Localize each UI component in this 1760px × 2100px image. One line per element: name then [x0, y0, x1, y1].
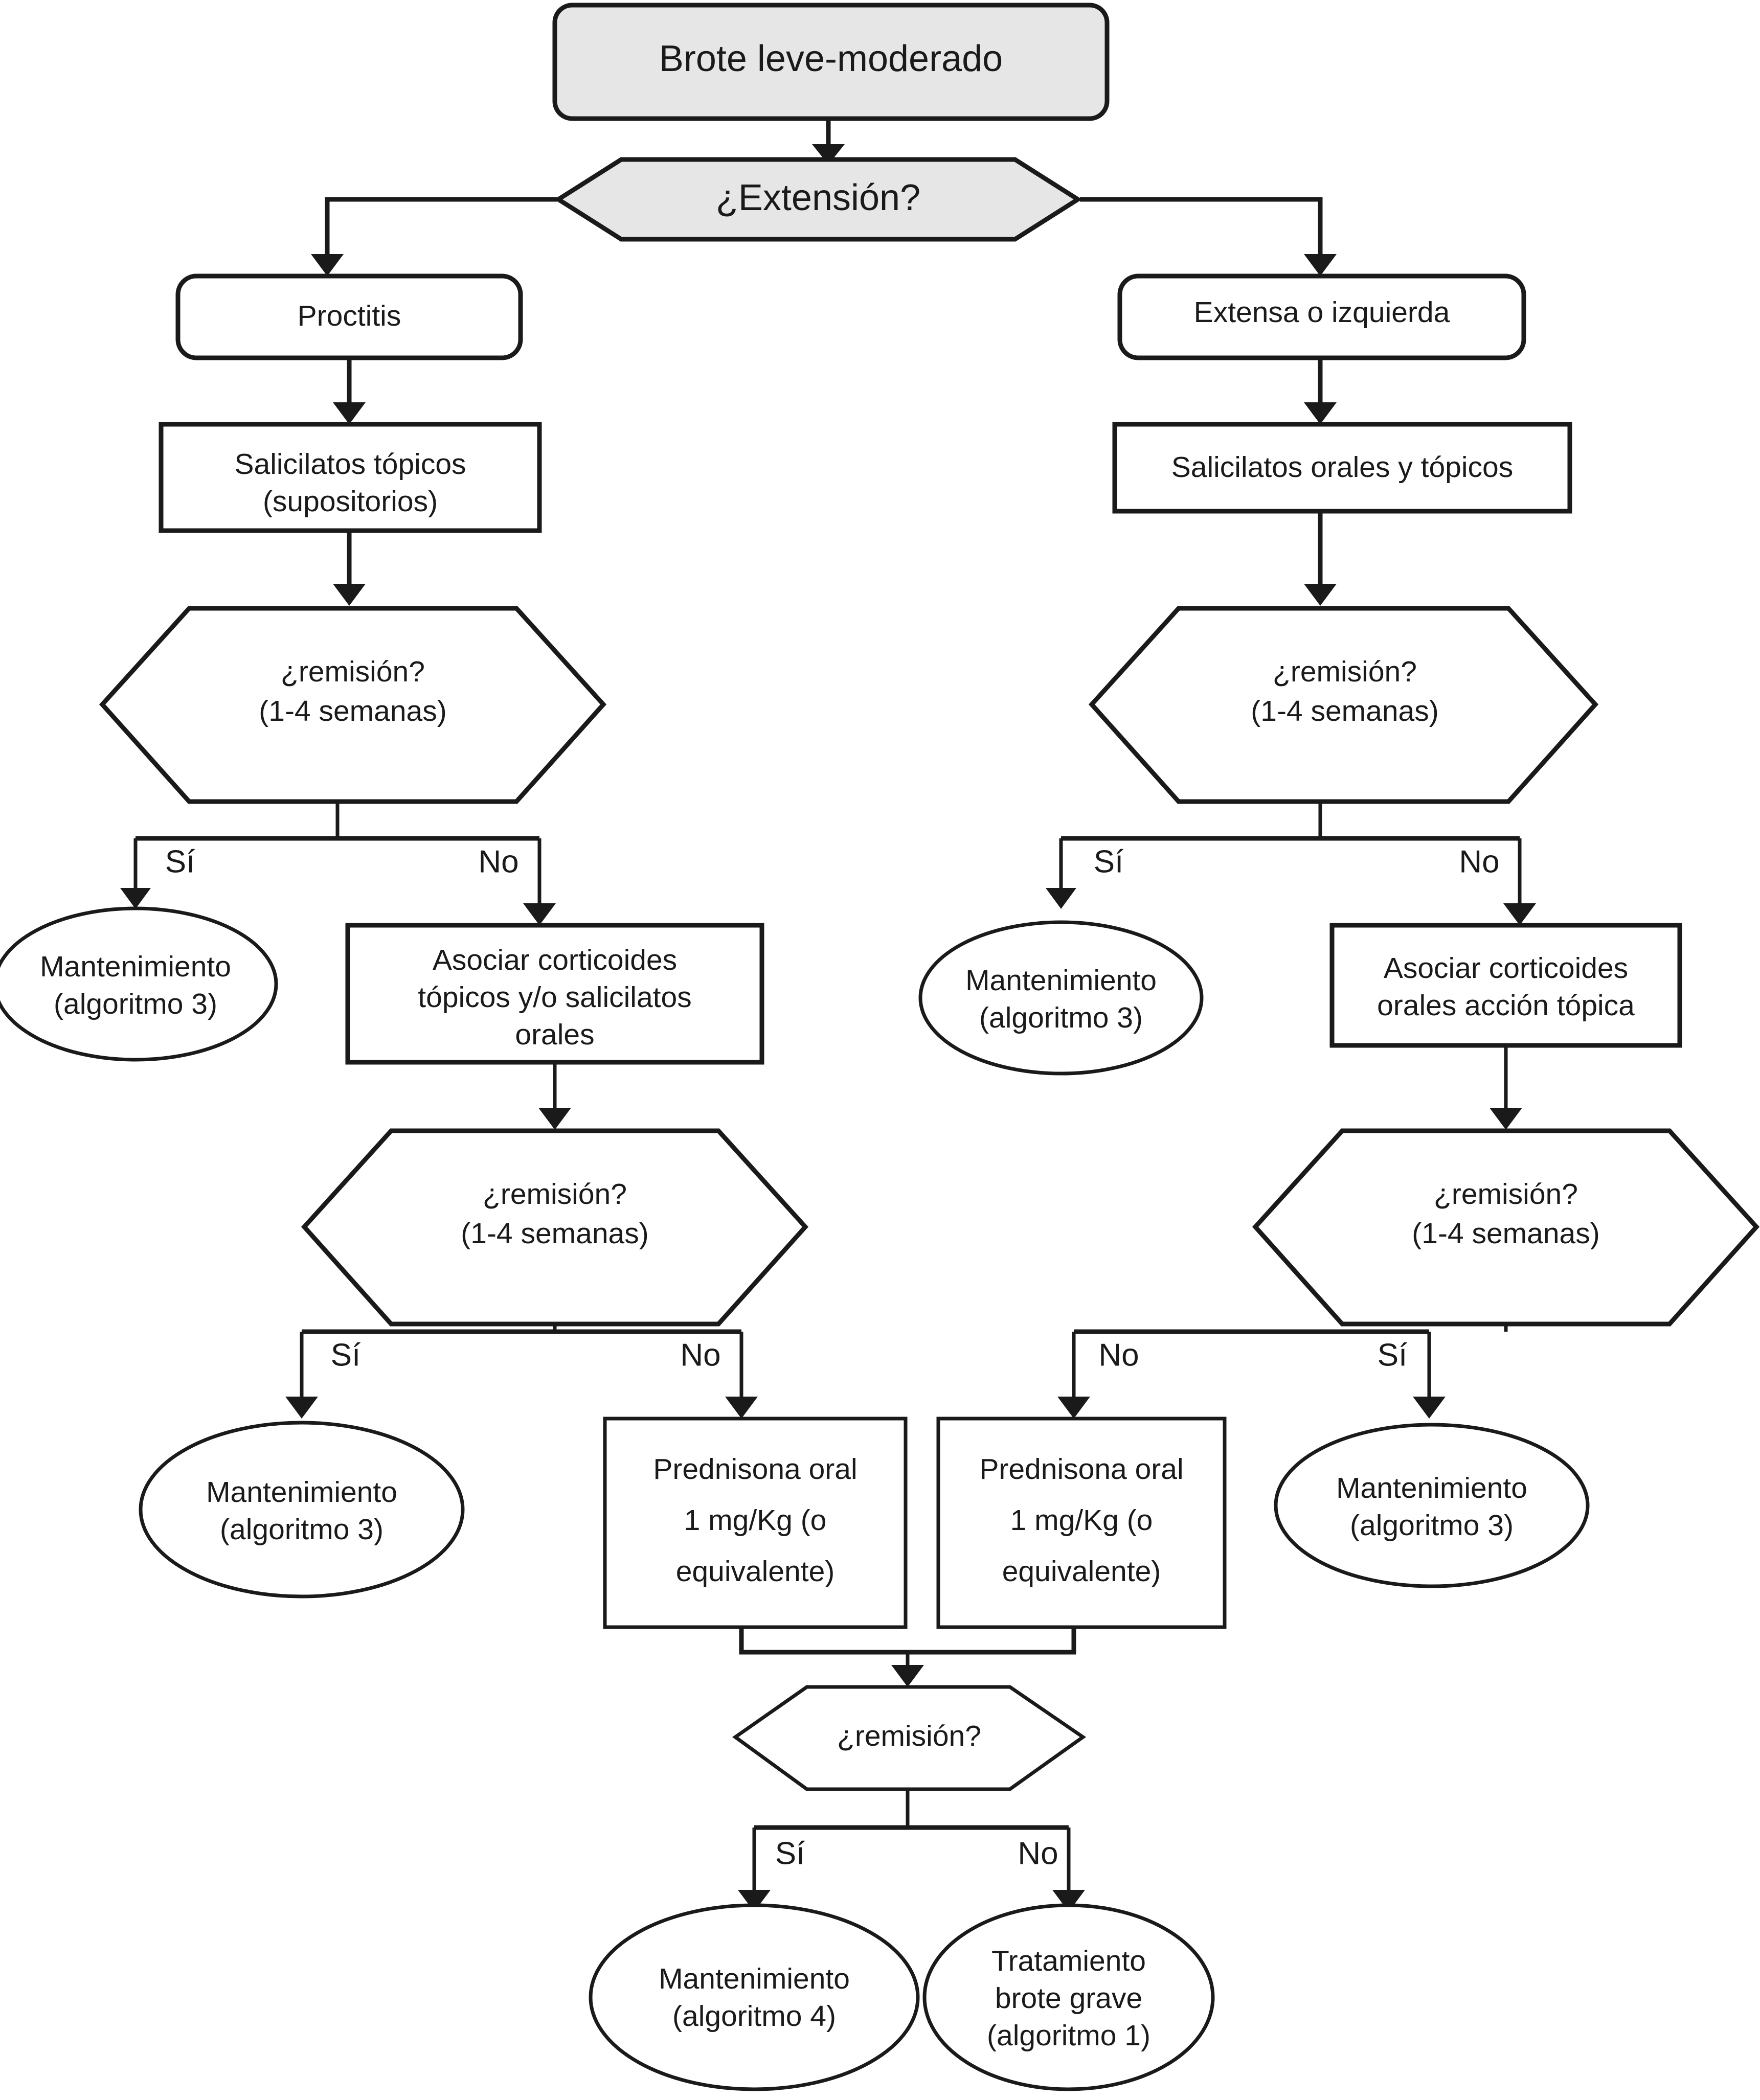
node-mant4-line1: Mantenimiento	[659, 1962, 850, 1995]
node-remision-l1-line2: (1-4 semanas)	[259, 695, 446, 727]
node-brote-grave-line2: brote grave	[995, 1982, 1142, 2015]
node-mantenimiento3-r1[interactable]: Mantenimiento (algoritmo 3)	[918, 920, 1204, 1076]
edge-label-l2-yes: Sí	[331, 1337, 361, 1373]
edge-label-r2-yes: Sí	[1378, 1337, 1408, 1373]
node-prednisona-right-line3: equivalente)	[1002, 1555, 1161, 1588]
edge-salicilatos-to-remision-l1	[333, 531, 366, 606]
node-asociar-l-line3: orales	[515, 1018, 594, 1051]
edge-prednisona-merge-to-remision-final	[739, 1627, 1076, 1687]
node-mant3-r2-line1: Mantenimiento	[1336, 1472, 1527, 1504]
edge-extension-to-proctitis	[311, 197, 557, 276]
node-proctitis-label: Proctitis	[298, 300, 401, 332]
node-extension-decision[interactable]: ¿Extensión?	[554, 157, 1082, 242]
node-salicilatos-topicos-line2: (supositorios)	[263, 485, 438, 518]
node-prednisona-left-line3: equivalente)	[676, 1555, 835, 1588]
node-mant3-r2-line2: (algoritmo 3)	[1350, 1509, 1514, 1542]
node-mant3-l2-line1: Mantenimiento	[206, 1476, 397, 1509]
edge-label-l1-yes: Sí	[165, 844, 195, 879]
node-extensa-izquierda[interactable]: Extensa o izquierda	[1117, 273, 1526, 360]
node-mant3-r1-line2: (algoritmo 3)	[979, 1001, 1143, 1034]
node-prednisona-left-line1: Prednisona oral	[653, 1453, 857, 1486]
node-prednisona-left[interactable]: Prednisona oral 1 mg/Kg (o equivalente)	[603, 1417, 908, 1629]
node-proctitis[interactable]: Proctitis	[175, 273, 523, 360]
node-remision-final[interactable]: ¿remisión?	[732, 1685, 1087, 1791]
edge-label-l1-no: No	[478, 844, 518, 879]
node-mantenimiento3-r2[interactable]: Mantenimiento (algoritmo 3)	[1274, 1423, 1590, 1588]
node-start[interactable]: Brote leve-moderado	[552, 3, 1110, 121]
node-brote-grave[interactable]: Tratamiento brote grave (algoritmo 1)	[922, 1903, 1215, 2091]
node-mantenimiento3-l1[interactable]: Mantenimiento (algoritmo 3)	[0, 906, 278, 1062]
node-mant3-l2-line2: (algoritmo 3)	[220, 1513, 383, 1546]
edge-remision-r1-fork	[1046, 803, 1536, 925]
node-remision-r1-line1: ¿remisión?	[1273, 655, 1417, 688]
node-asociar-r-line1: Asociar corticoides	[1384, 952, 1628, 985]
node-salicilatos-topicos[interactable]: Salicilatos tópicos (supositorios)	[159, 422, 542, 533]
edge-remision-final-fork	[738, 1789, 1085, 1912]
node-remision-r2-line1: ¿remisión?	[1434, 1178, 1578, 1211]
node-mant4-line2: (algoritmo 4)	[672, 2000, 836, 2033]
node-asociar-l-line1: Asociar corticoides	[433, 944, 677, 976]
node-brote-grave-line3: (algoritmo 1)	[987, 2019, 1150, 2052]
node-remision-l2-line2: (1-4 semanas)	[461, 1217, 648, 1250]
node-remision-r1[interactable]: ¿remisión? (1-4 semanas)	[1088, 606, 1599, 804]
node-salicilatos-orales-label: Salicilatos orales y tópicos	[1171, 451, 1513, 484]
node-asociar-corticoides-topicos[interactable]: Asociar corticoides tópicos y/o salicila…	[345, 923, 764, 1065]
edge-label-final-yes: Sí	[775, 1836, 805, 1871]
node-extensa-label: Extensa o izquierda	[1194, 296, 1450, 329]
node-mantenimiento4[interactable]: Mantenimiento (algoritmo 4)	[589, 1903, 920, 2091]
edge-label-r1-no: No	[1459, 844, 1499, 879]
edge-asociar-r-to-remision-r2	[1490, 1045, 1522, 1130]
edge-label-r2-no: No	[1098, 1337, 1139, 1373]
edge-asociar-l-to-remision-l2	[538, 1062, 571, 1130]
edge-remision-l1-fork	[120, 803, 556, 925]
node-remision-l1[interactable]: ¿remisión? (1-4 semanas)	[99, 606, 607, 804]
node-asociar-l-line2: tópicos y/o salicilatos	[418, 981, 691, 1014]
edge-start-to-extension	[812, 119, 845, 165]
node-remision-final-line1: ¿remisión?	[837, 1720, 981, 1752]
node-salicilatos-orales-topicos[interactable]: Salicilatos orales y tópicos	[1112, 422, 1572, 514]
node-mantenimiento3-l2[interactable]: Mantenimiento (algoritmo 3)	[139, 1421, 465, 1599]
node-remision-r2-line2: (1-4 semanas)	[1412, 1217, 1599, 1250]
edge-proctitis-to-salicilatos	[333, 358, 366, 424]
node-asociar-r-line2: orales acción tópica	[1377, 989, 1635, 1022]
node-prednisona-right-line1: Prednisona oral	[979, 1453, 1183, 1486]
edge-salicilatos-orales-to-remision-r1	[1304, 511, 1337, 606]
node-mant3-l1-line2: (algoritmo 3)	[54, 988, 217, 1020]
edge-label-final-no: No	[1018, 1836, 1058, 1871]
node-remision-l1-line1: ¿remisión?	[281, 655, 425, 688]
edge-label-r1-yes: Sí	[1094, 844, 1124, 879]
node-remision-r1-line2: (1-4 semanas)	[1251, 695, 1438, 727]
node-mant3-r1-line1: Mantenimiento	[965, 964, 1157, 997]
node-mant3-l1-line1: Mantenimiento	[40, 950, 231, 983]
node-start-label: Brote leve-moderado	[659, 38, 1003, 79]
node-brote-grave-line1: Tratamiento	[991, 1945, 1146, 1977]
node-remision-r2[interactable]: ¿remisión? (1-4 semanas)	[1252, 1128, 1760, 1327]
edge-extension-to-extensa	[1080, 197, 1337, 276]
edge-extensa-to-salicilatos	[1304, 358, 1337, 424]
node-remision-l2-line1: ¿remisión?	[483, 1178, 627, 1211]
node-extension-label: ¿Extensión?	[716, 177, 920, 218]
node-prednisona-right[interactable]: Prednisona oral 1 mg/Kg (o equivalente)	[936, 1417, 1227, 1629]
node-prednisona-right-line2: 1 mg/Kg (o	[1010, 1504, 1153, 1537]
node-prednisona-left-line2: 1 mg/Kg (o	[684, 1504, 827, 1537]
node-salicilatos-topicos-line1: Salicilatos tópicos	[234, 448, 466, 481]
node-remision-l2[interactable]: ¿remisión? (1-4 semanas)	[301, 1128, 809, 1327]
node-asociar-corticoides-orales[interactable]: Asociar corticoides orales acción tópica	[1329, 923, 1682, 1048]
edge-label-l2-no: No	[680, 1337, 720, 1373]
